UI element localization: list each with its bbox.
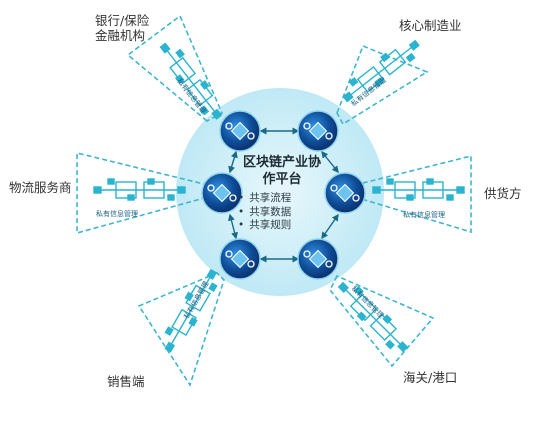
feature-item: 共享流程 bbox=[238, 192, 291, 206]
blockchain-nodes bbox=[201, 110, 366, 280]
feature-item: 共享数据 bbox=[238, 206, 291, 220]
wedge-manufacturing bbox=[336, 44, 429, 126]
label-manufacturing: 核心制造业 bbox=[399, 18, 462, 33]
node-left bbox=[201, 172, 243, 214]
label-logistics: 物流服务商 bbox=[9, 180, 72, 195]
node-bottom-right bbox=[297, 238, 339, 280]
label-supplier: 供货方 bbox=[484, 186, 522, 201]
platform-title-line1: 区块链产业协 bbox=[242, 155, 321, 170]
platform-features: 共享流程 共享数据 共享规则 bbox=[238, 192, 291, 233]
feature-item: 共享规则 bbox=[238, 219, 291, 233]
node-connections bbox=[228, 127, 339, 263]
platform-title-line2: 作平台 bbox=[262, 172, 302, 187]
node-top-right bbox=[297, 110, 339, 152]
label-customs: 海关/港口 bbox=[403, 370, 458, 385]
wedge-customs bbox=[329, 274, 435, 368]
label-sales: 销售端 bbox=[107, 374, 145, 389]
private-info-label-logistics: 私有信息管理 bbox=[96, 210, 138, 218]
node-right bbox=[324, 172, 366, 214]
label-bank: 银行/保险 bbox=[95, 13, 150, 28]
platform-title: 区块链产业协 作平台 bbox=[223, 154, 341, 188]
node-top-left bbox=[219, 110, 261, 152]
label-bank-line2: 金融机构 bbox=[95, 28, 146, 43]
private-info-label-supplier: 私有信息管理 bbox=[403, 211, 445, 219]
private-chain-diagrams bbox=[93, 39, 465, 353]
wedge-bank bbox=[126, 14, 224, 122]
node-bottom-left bbox=[219, 238, 261, 280]
wedge-sales bbox=[137, 272, 225, 387]
